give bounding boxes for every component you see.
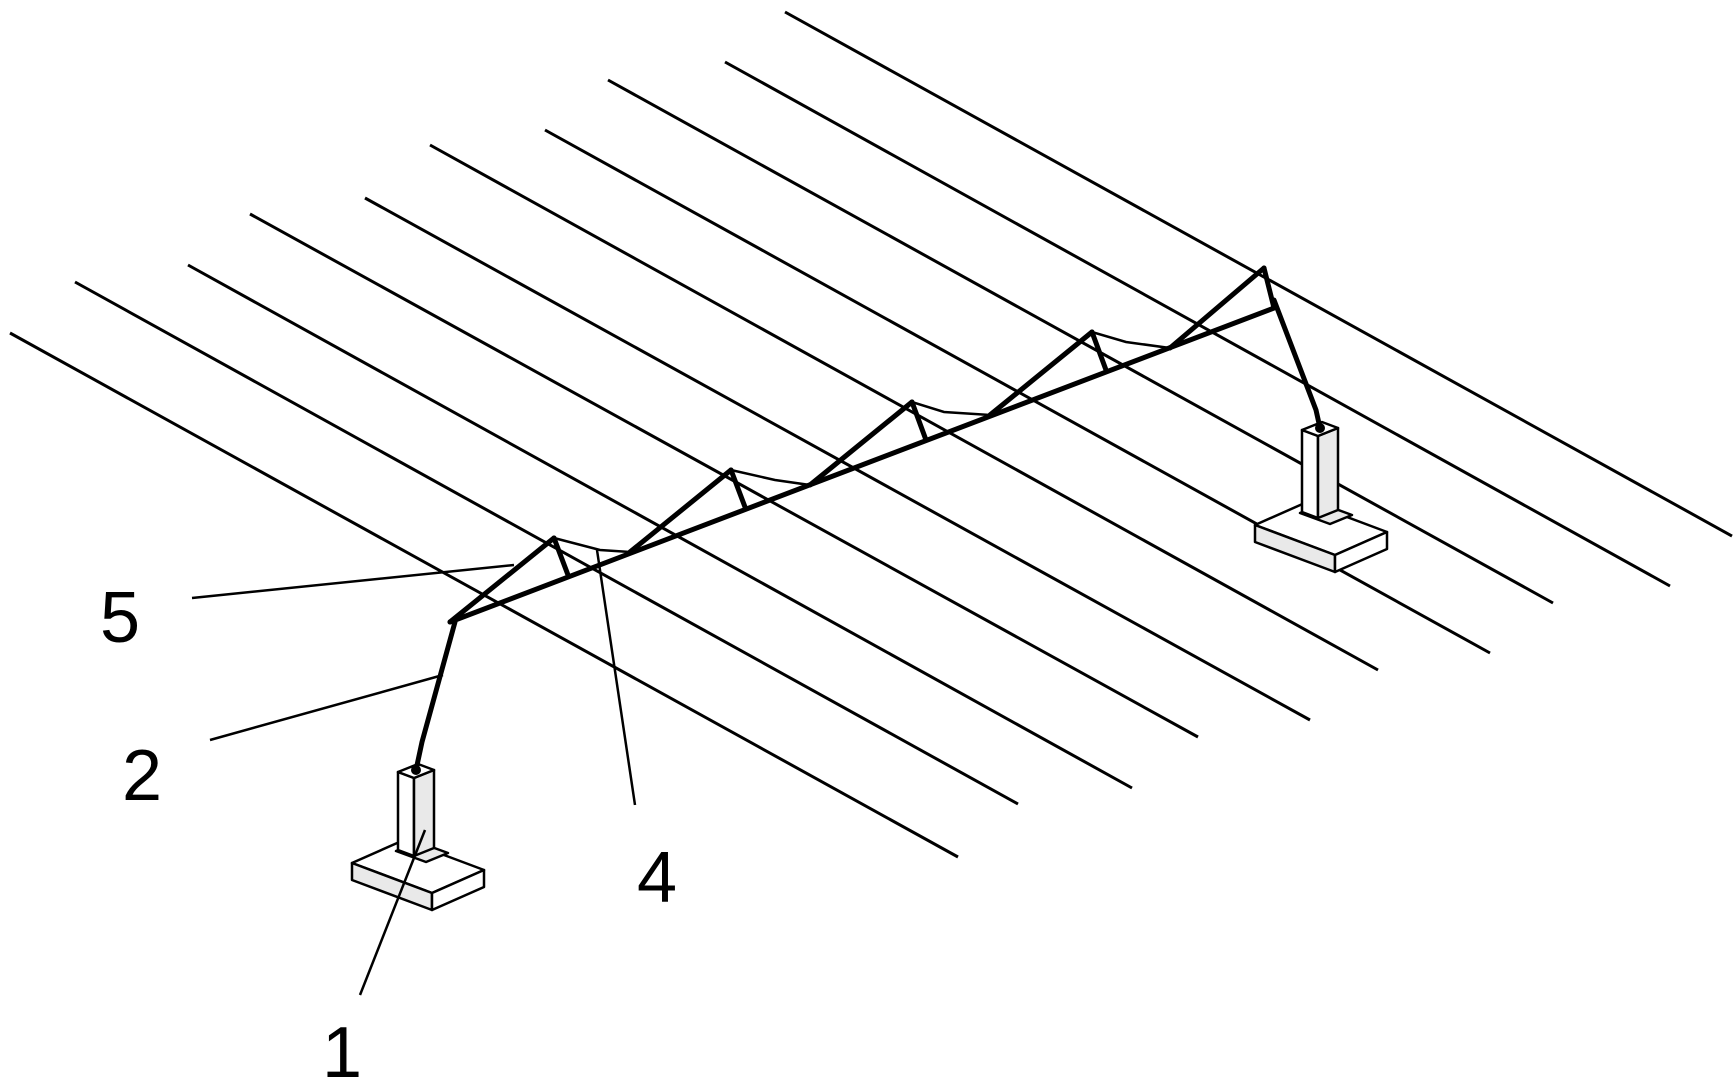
leader-2: [209, 673, 444, 742]
callout-2: 2: [122, 736, 162, 816]
pier-far: [1253, 420, 1389, 574]
pier-far-base-side: [1333, 530, 1389, 574]
truss-diagonal: [447, 535, 557, 625]
callout-1: 1: [322, 1013, 362, 1087]
leader-5: [191, 563, 515, 600]
top-chord: [553, 265, 1276, 554]
truss-frame: [447, 265, 1277, 625]
truss-vertical: [728, 467, 748, 510]
truss-vertical: [1261, 265, 1277, 311]
bottom-chord: [447, 305, 1277, 625]
pier-near-base-side: [430, 868, 486, 912]
leader-4: [595, 549, 637, 806]
callout-4: 4: [637, 838, 677, 918]
pier-near-column-front: [396, 770, 416, 858]
pier-near: [350, 762, 486, 912]
truss-vertical: [551, 535, 571, 578]
support-strut-near: [413, 619, 458, 773]
leader-1: [358, 829, 427, 996]
callout-5: 5: [100, 578, 140, 658]
pier-near-column-side: [412, 768, 436, 858]
pier-far-column-side: [1316, 426, 1340, 520]
support-strut-far: [1271, 297, 1323, 431]
truss-vertical: [1089, 329, 1109, 373]
leader-lines: [191, 549, 637, 996]
truss-vertical: [909, 399, 929, 443]
pier-far-column-front: [1300, 428, 1320, 520]
cable: [364, 196, 1311, 722]
